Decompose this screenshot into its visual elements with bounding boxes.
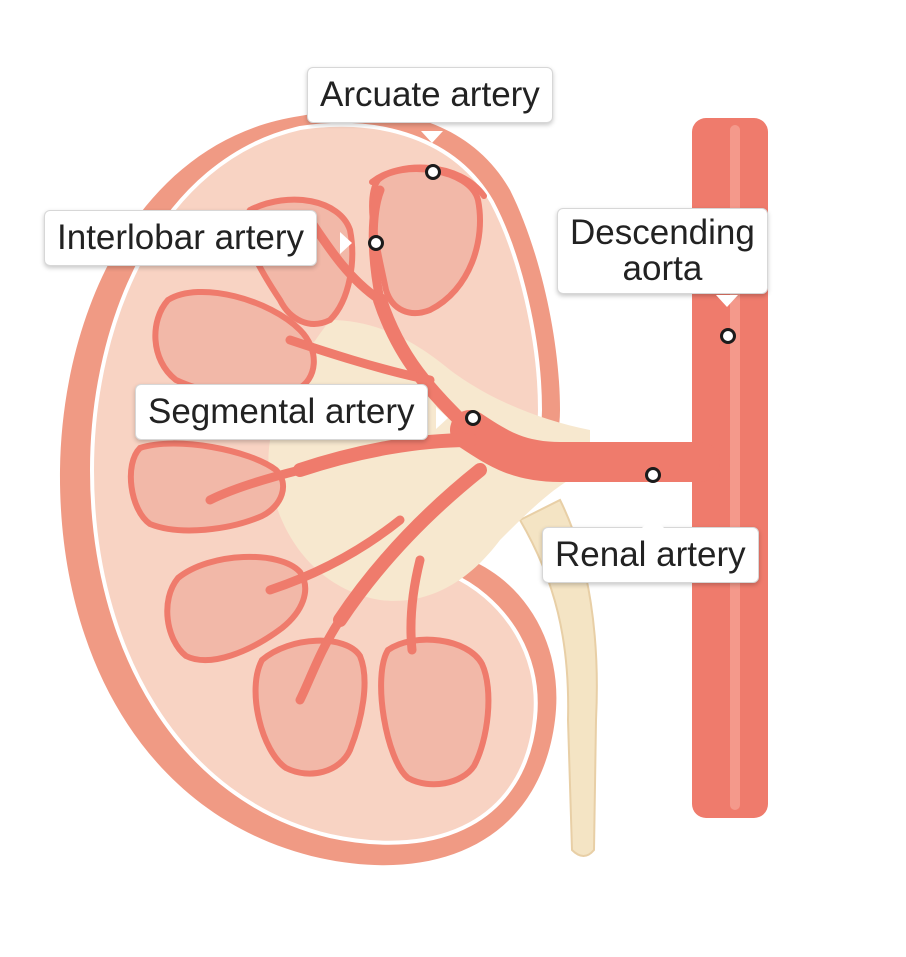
segmental-artery-marker <box>465 410 481 426</box>
interlobar-artery-label: Interlobar artery <box>44 210 318 266</box>
arcuate-artery-text: Arcuate artery <box>320 75 540 114</box>
interlobar-branch-3 <box>285 335 435 385</box>
pyramid-bottom-left <box>252 637 368 777</box>
interlobar-branch-5 <box>265 515 405 595</box>
renal-artery-label: Renal artery <box>542 527 759 583</box>
segmental-artery-label: Segmental artery <box>135 384 428 440</box>
arcuate-artery-label: Arcuate artery <box>307 67 553 123</box>
renal-artery-marker <box>645 467 661 483</box>
arcuate-artery-pointer <box>421 131 443 143</box>
ureter <box>518 498 598 857</box>
descending-aorta-marker <box>720 328 736 344</box>
artery-branches <box>205 164 720 705</box>
segmental-artery-middle <box>293 433 477 477</box>
descending-aorta-text-line2: aorta <box>622 249 703 288</box>
interlobar-branch-6 <box>295 615 345 705</box>
renal-artery-pointer <box>642 516 664 528</box>
descending-aorta-text-line1: Descending <box>570 213 755 252</box>
renal-artery-trunk <box>450 410 720 482</box>
interlobar-branch-7 <box>406 555 425 655</box>
interlobar-artery-text: Interlobar artery <box>57 218 305 257</box>
descending-aorta-label: Descending aorta <box>557 208 768 294</box>
segmental-artery-upper <box>373 293 477 437</box>
segmental-artery-text: Segmental artery <box>148 392 415 431</box>
pyramid-left-middle <box>127 440 287 534</box>
interlobar-artery-marker <box>368 235 384 251</box>
segmental-artery-pointer <box>436 407 448 429</box>
segmental-artery-lower <box>333 463 487 627</box>
interlobar-branch-1 <box>368 185 385 305</box>
pyramid-left-lower <box>164 554 309 663</box>
arcuate-artery-marker <box>425 164 441 180</box>
interlobar-artery-pointer <box>340 232 352 254</box>
descending-aorta-pointer <box>716 295 738 307</box>
pyramid-bottom-right <box>378 636 492 788</box>
renal-artery-text: Renal artery <box>555 535 746 574</box>
interlobar-branch-4 <box>205 465 305 505</box>
